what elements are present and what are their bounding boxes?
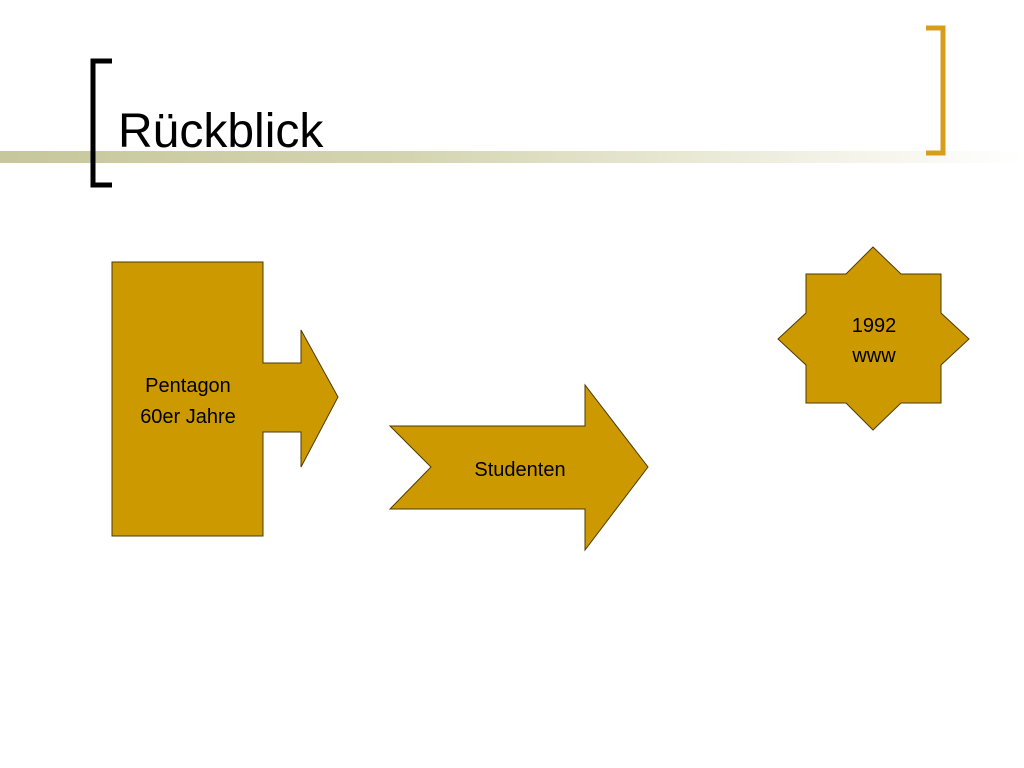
slide-title: Rückblick (118, 105, 324, 158)
pentagon-shape: Pentagon 60er Jahre (111, 261, 339, 537)
pentagon-label-line1: Pentagon (145, 375, 231, 397)
studenten-label: Studenten (474, 459, 565, 481)
eight-point-star-shape (777, 246, 970, 431)
star-shape: 1992 www (777, 246, 970, 431)
notched-arrow-shape (388, 383, 649, 552)
pentagon-label-line2: 60er Jahre (140, 406, 236, 428)
title-underline-bar (0, 151, 1024, 163)
star-label-line1: 1992 (852, 315, 897, 337)
pentagon-callout-shape (111, 261, 339, 537)
star-label-line2: www (851, 345, 896, 367)
studenten-arrow-shape: Studenten (388, 383, 649, 552)
left-bracket-icon (90, 58, 112, 188)
right-bracket-icon (926, 25, 946, 156)
